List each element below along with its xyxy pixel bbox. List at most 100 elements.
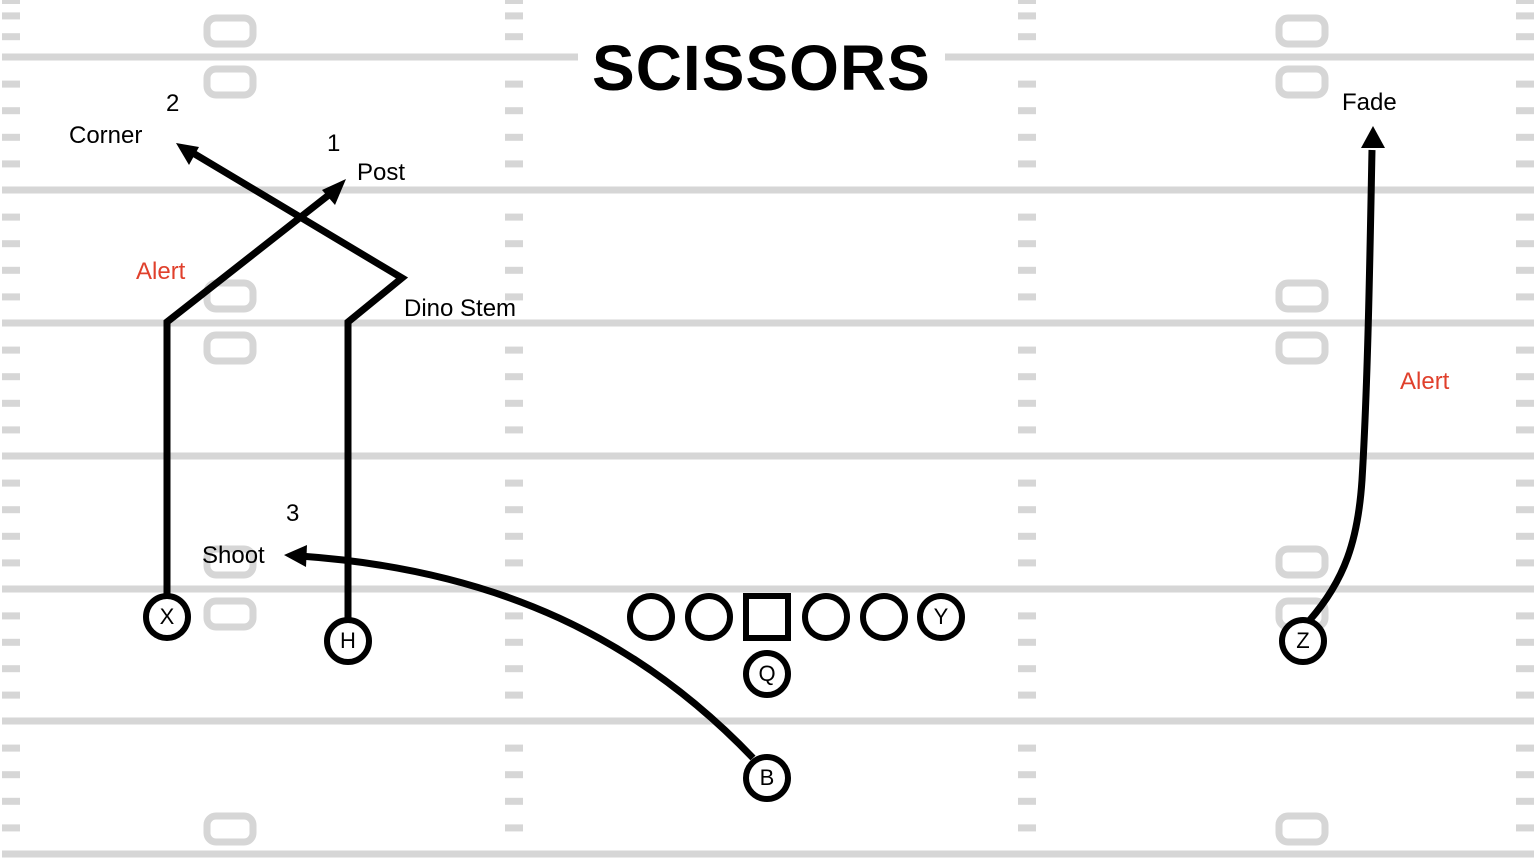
hash-mark [1018, 532, 1036, 540]
hash-mark [1018, 771, 1036, 779]
hash-mark [2, 612, 20, 620]
hash-mark [2, 160, 20, 168]
hash-mark [1018, 80, 1036, 88]
hash-mark [1516, 771, 1534, 779]
hash-mark [1018, 612, 1036, 620]
hash-mark [1516, 426, 1534, 434]
route-label-dino-stem: Dino Stem [404, 295, 517, 322]
yard-number-marker [203, 597, 257, 631]
hash-mark [2, 532, 20, 540]
hash-mark [1018, 240, 1036, 248]
hash-mark [505, 532, 523, 540]
hash-mark [1018, 213, 1036, 221]
route-label-post: Post [357, 159, 406, 186]
read-order-2: 2 [166, 90, 180, 117]
hash-mark [505, 638, 523, 646]
player-q: Q [743, 650, 791, 698]
hash-mark [1018, 691, 1036, 699]
hash-mark [2, 373, 20, 381]
hash-mark [505, 691, 523, 699]
hash-mark [1516, 346, 1534, 354]
hash-mark [2, 426, 20, 434]
hash-mark [1516, 665, 1534, 673]
hash-mark [2, 824, 20, 832]
player-lt [627, 593, 675, 641]
arrowhead-shoot-icon [284, 545, 307, 567]
hash-mark [2, 266, 20, 274]
yard-number-marker [203, 812, 257, 846]
hash-mark [1516, 12, 1534, 20]
player-c [743, 593, 791, 641]
hash-mark [505, 797, 523, 805]
hash-mark [1516, 824, 1534, 832]
hash-mark [505, 744, 523, 752]
routes [163, 126, 1385, 761]
hash-mark [505, 824, 523, 832]
player-rt [860, 593, 908, 641]
read-order-1: 1 [327, 130, 341, 157]
yard-number-marker [203, 279, 257, 313]
player-b: B [743, 754, 791, 802]
hash-mark [505, 107, 523, 115]
hash-mark [2, 744, 20, 752]
yard-number-marker [1275, 65, 1329, 99]
hash-mark [1516, 479, 1534, 487]
arrowhead-post-icon [322, 179, 346, 205]
yard-number-marker [1275, 331, 1329, 365]
yard-number-marker [1275, 14, 1329, 48]
alert-label-right: Alert [1400, 368, 1450, 395]
yard-number-marker [203, 331, 257, 365]
hash-mark [1516, 532, 1534, 540]
hash-mark [2, 240, 20, 248]
hash-mark [1018, 373, 1036, 381]
player-y: Y [917, 593, 965, 641]
player-z: Z [1279, 617, 1327, 665]
hash-mark [505, 479, 523, 487]
hash-mark [2, 0, 20, 4]
play-title: SCISSORS [578, 36, 945, 100]
hash-mark [1516, 0, 1534, 4]
hash-mark [2, 399, 20, 407]
hash-mark [1516, 797, 1534, 805]
hash-mark [1018, 12, 1036, 20]
hash-mark [505, 506, 523, 514]
hash-mark [1516, 744, 1534, 752]
hash-mark [505, 133, 523, 141]
route-label-shoot: Shoot [202, 542, 265, 569]
hash-mark [2, 33, 20, 41]
hash-mark [1018, 266, 1036, 274]
hash-mark [505, 293, 523, 301]
hash-mark [1018, 426, 1036, 434]
hash-mark [1516, 691, 1534, 699]
arrowhead-fade-icon [1361, 126, 1385, 148]
alert-label-left: Alert [136, 258, 186, 285]
hash-mark [505, 559, 523, 567]
player-lg [685, 593, 733, 641]
hash-mark [2, 107, 20, 115]
hash-mark [1018, 0, 1036, 4]
hash-mark [1018, 346, 1036, 354]
route-z-fade [1306, 149, 1376, 624]
hash-mark [505, 612, 523, 620]
hash-mark [505, 80, 523, 88]
hash-mark [2, 346, 20, 354]
hash-marks [2, 0, 1534, 832]
player-x: X [143, 593, 191, 641]
hash-mark [505, 213, 523, 221]
hash-mark [1018, 33, 1036, 41]
hash-mark [1018, 797, 1036, 805]
hash-mark [2, 691, 20, 699]
yard-number-marker [1275, 545, 1329, 579]
hash-mark [2, 797, 20, 805]
hash-mark [1516, 612, 1534, 620]
hash-mark [1516, 107, 1534, 115]
route-b-shoot [299, 552, 756, 761]
hash-mark [505, 346, 523, 354]
hash-mark [505, 12, 523, 20]
route-x-post [163, 191, 333, 595]
hash-mark [505, 771, 523, 779]
hash-mark [1018, 107, 1036, 115]
hash-mark [1516, 266, 1534, 274]
route-label-fade: Fade [1342, 89, 1397, 116]
hash-mark [2, 12, 20, 20]
